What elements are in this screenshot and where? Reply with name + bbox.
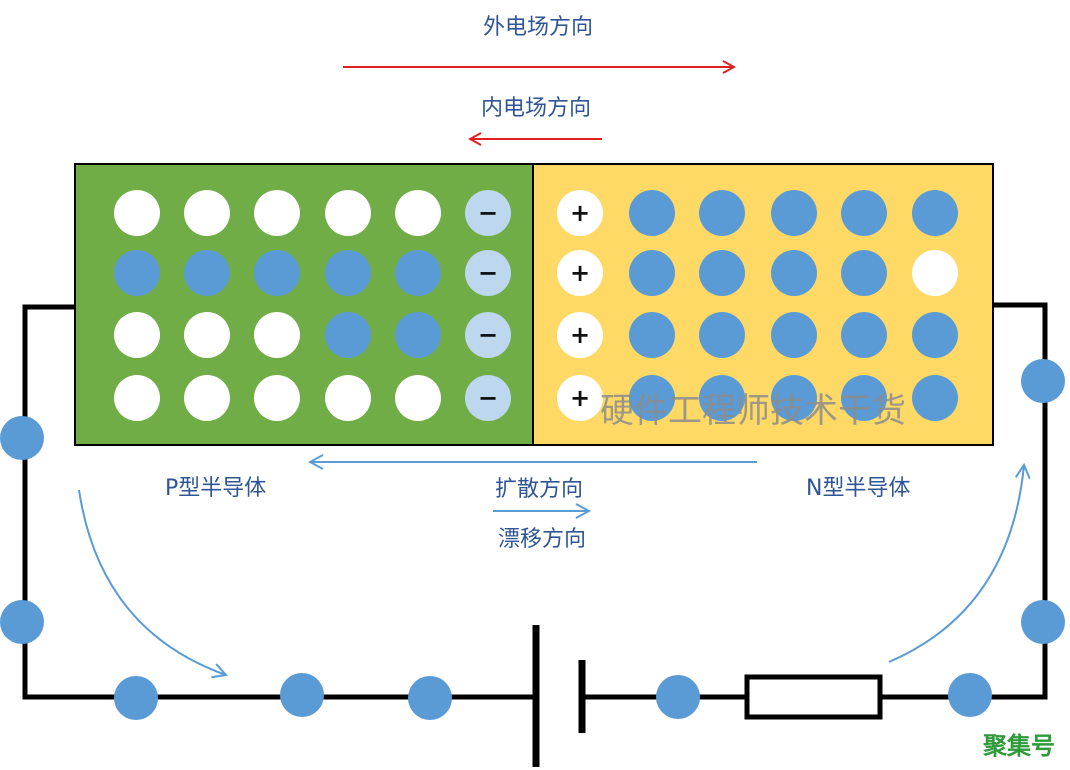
- hole: [325, 375, 371, 421]
- minus-sign-icon: −: [478, 199, 498, 227]
- wire-electron: [1021, 359, 1065, 403]
- wire-electron: [280, 673, 324, 717]
- electron: [325, 250, 371, 296]
- p-type-label: P型半导体: [165, 476, 266, 501]
- electron: [395, 250, 441, 296]
- hole: [114, 190, 160, 236]
- battery-symbol: [532, 625, 586, 767]
- hole: [254, 312, 300, 358]
- hole: [325, 190, 371, 236]
- brand-logo: 聚集号: [982, 732, 1055, 760]
- wire-electron: [114, 676, 158, 720]
- positive-ion: [557, 250, 603, 296]
- electron: [771, 190, 817, 236]
- electron: [114, 250, 160, 296]
- plus-sign-icon: +: [570, 384, 590, 412]
- electron: [699, 190, 745, 236]
- negative-ion: [465, 250, 511, 296]
- plus-sign-icon: +: [570, 199, 590, 227]
- electron: [629, 190, 675, 236]
- external-field-label: 外电场方向: [483, 15, 593, 40]
- p-region-carriers: − − − −: [114, 190, 511, 421]
- minus-sign-icon: −: [478, 321, 498, 349]
- electron: [841, 312, 887, 358]
- electron: [699, 250, 745, 296]
- diffusion-label: 扩散方向: [495, 477, 583, 502]
- hole: [184, 190, 230, 236]
- electron: [629, 250, 675, 296]
- electron: [841, 190, 887, 236]
- plus-sign-icon: +: [570, 259, 590, 287]
- positive-ion: [557, 375, 603, 421]
- minus-sign-icon: −: [478, 259, 498, 287]
- hole: [254, 375, 300, 421]
- wire-electrons: [0, 359, 1065, 720]
- hole: [254, 190, 300, 236]
- minus-sign-icon: −: [478, 384, 498, 412]
- electron: [841, 250, 887, 296]
- resistor-symbol: [744, 674, 883, 720]
- hole: [912, 250, 958, 296]
- negative-ion: [465, 312, 511, 358]
- electron: [699, 375, 745, 421]
- electron: [771, 250, 817, 296]
- wire-electron: [0, 416, 44, 460]
- wire-electron: [1021, 600, 1065, 644]
- electron: [629, 375, 675, 421]
- hole: [114, 375, 160, 421]
- drift-label: 漂移方向: [498, 527, 586, 552]
- positive-ion: [557, 312, 603, 358]
- electron: [912, 375, 958, 421]
- internal-field-label: 内电场方向: [481, 96, 591, 121]
- hole: [395, 375, 441, 421]
- electron: [325, 312, 371, 358]
- electron: [699, 312, 745, 358]
- electron: [771, 375, 817, 421]
- hole: [114, 312, 160, 358]
- plus-sign-icon: +: [570, 321, 590, 349]
- right-flow-arrow: [888, 465, 1024, 663]
- electron: [771, 312, 817, 358]
- electron: [841, 375, 887, 421]
- negative-ion: [465, 190, 511, 236]
- positive-ion: [557, 190, 603, 236]
- left-flow-arrow: [78, 489, 226, 675]
- n-type-label: N型半导体: [806, 476, 910, 501]
- electron: [184, 250, 230, 296]
- electron: [254, 250, 300, 296]
- electron: [912, 190, 958, 236]
- hole: [184, 375, 230, 421]
- hole: [395, 190, 441, 236]
- negative-ion: [465, 375, 511, 421]
- electron: [629, 312, 675, 358]
- electron: [395, 312, 441, 358]
- hole: [184, 312, 230, 358]
- electron: [912, 312, 958, 358]
- wire-electron: [0, 600, 44, 644]
- watermark: 硬件工程师技术干货: [600, 391, 906, 431]
- wire-electron: [948, 673, 992, 717]
- n-region-carriers: + + + +: [557, 190, 958, 421]
- wire-electron: [408, 676, 452, 720]
- wire-electron: [656, 675, 700, 719]
